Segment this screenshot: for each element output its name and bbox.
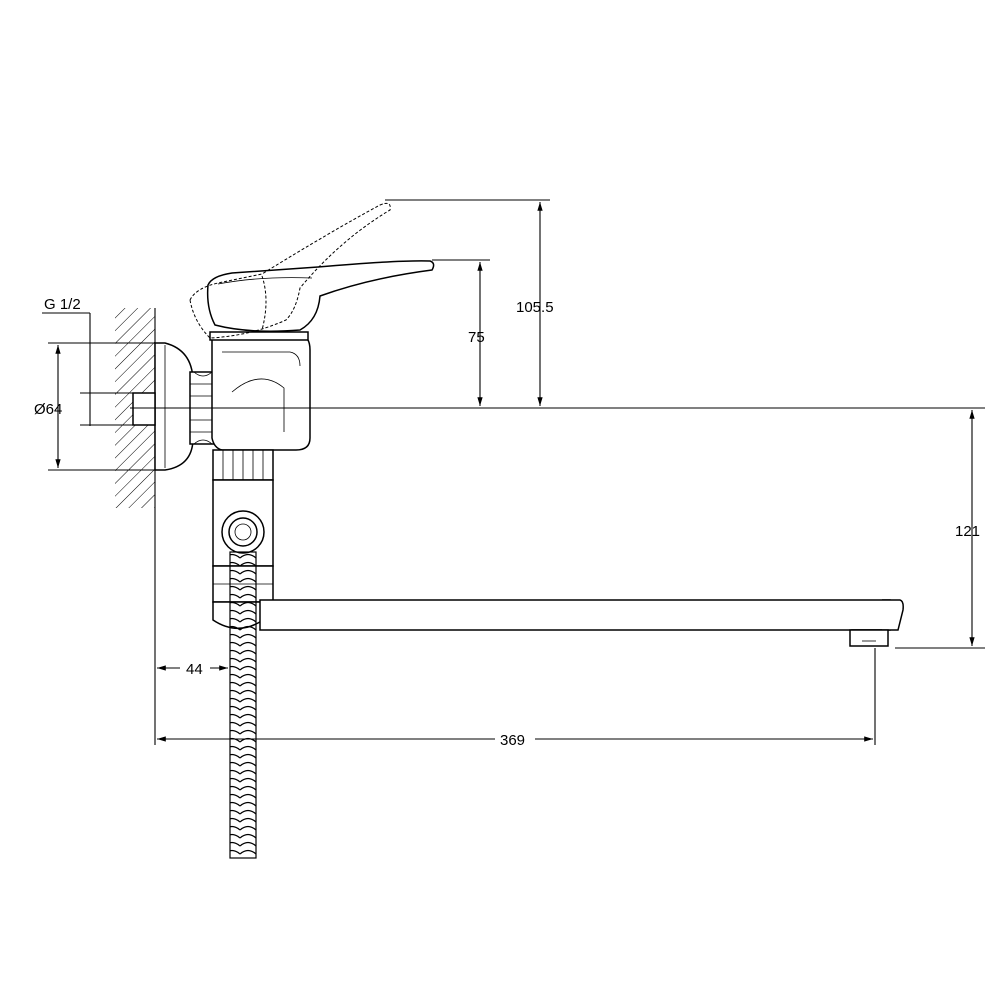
cartridge-cap: [209, 331, 309, 341]
shower-hose: [229, 551, 257, 859]
lever-handle: [206, 260, 435, 332]
spout-drop-label: 121: [955, 523, 980, 540]
wall-flange: [154, 342, 194, 471]
spout-reach-label: 369: [500, 732, 525, 749]
thread-size-label: G 1/2: [44, 296, 81, 313]
lever-handle-open-position: [189, 202, 391, 339]
extension-lines: [48, 199, 985, 745]
swivel-spout: [259, 599, 904, 647]
aerator: [849, 629, 889, 647]
handle-height-open-label: 105.5: [516, 299, 554, 316]
flange-diameter-label: Ø64: [34, 401, 62, 418]
hose-offset-label: 44: [186, 661, 203, 678]
eccentric-fitting: [132, 392, 156, 426]
mixer-body: [211, 334, 311, 451]
hose-outlet: [221, 510, 265, 554]
dimension-lines: [42, 202, 975, 742]
handle-height-closed-label: 75: [468, 329, 485, 346]
